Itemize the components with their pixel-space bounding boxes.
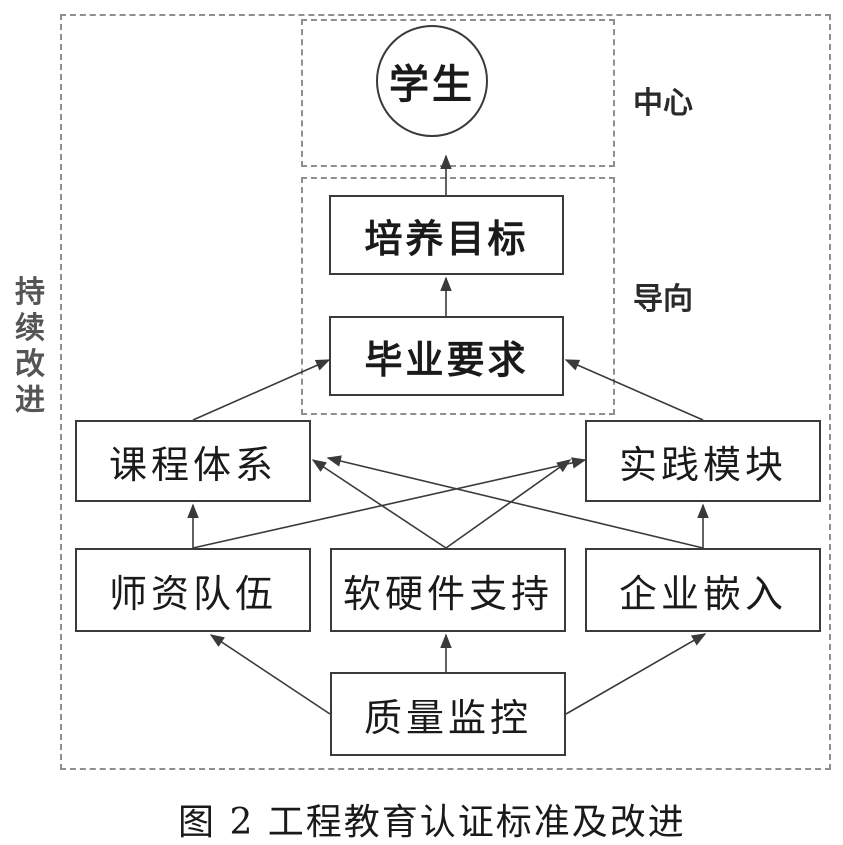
quality-node: 质量监控 [330, 672, 566, 756]
arrow-practice-to-requirement [564, 359, 704, 421]
outer-frame [60, 14, 831, 770]
center-label: 中心 [633, 86, 693, 121]
requirement-node: 毕业要求 [329, 316, 564, 396]
goal-node: 培养目标 [329, 195, 564, 275]
guide-region [301, 177, 615, 415]
student-node: 学生 [376, 25, 488, 137]
faculty-node: 师资队伍 [75, 548, 311, 632]
practice-node: 实践模块 [585, 420, 821, 502]
arrow-facilities-to-practice [445, 459, 572, 549]
center-region [301, 19, 615, 167]
enterprise-node: 企业嵌入 [585, 548, 821, 632]
arrow-curriculum-to-requirement [192, 359, 331, 421]
arrow-faculty-to-practice [192, 457, 587, 549]
continuous-improvement-label: 持续改进 [15, 275, 45, 418]
curriculum-node: 课程体系 [75, 420, 311, 502]
facilities-node: 软硬件支持 [330, 548, 566, 632]
arrow-enterprise-to-curriculum [326, 455, 704, 549]
arrow-quality-to-faculty [209, 634, 331, 715]
arrow-quality-to-enterprise [565, 633, 707, 715]
figure-caption: 图 2 工程教育认证标准及改进 [178, 802, 686, 843]
guide-label: 导向 [633, 282, 693, 317]
arrow-facilities-to-curriculum [311, 459, 447, 549]
